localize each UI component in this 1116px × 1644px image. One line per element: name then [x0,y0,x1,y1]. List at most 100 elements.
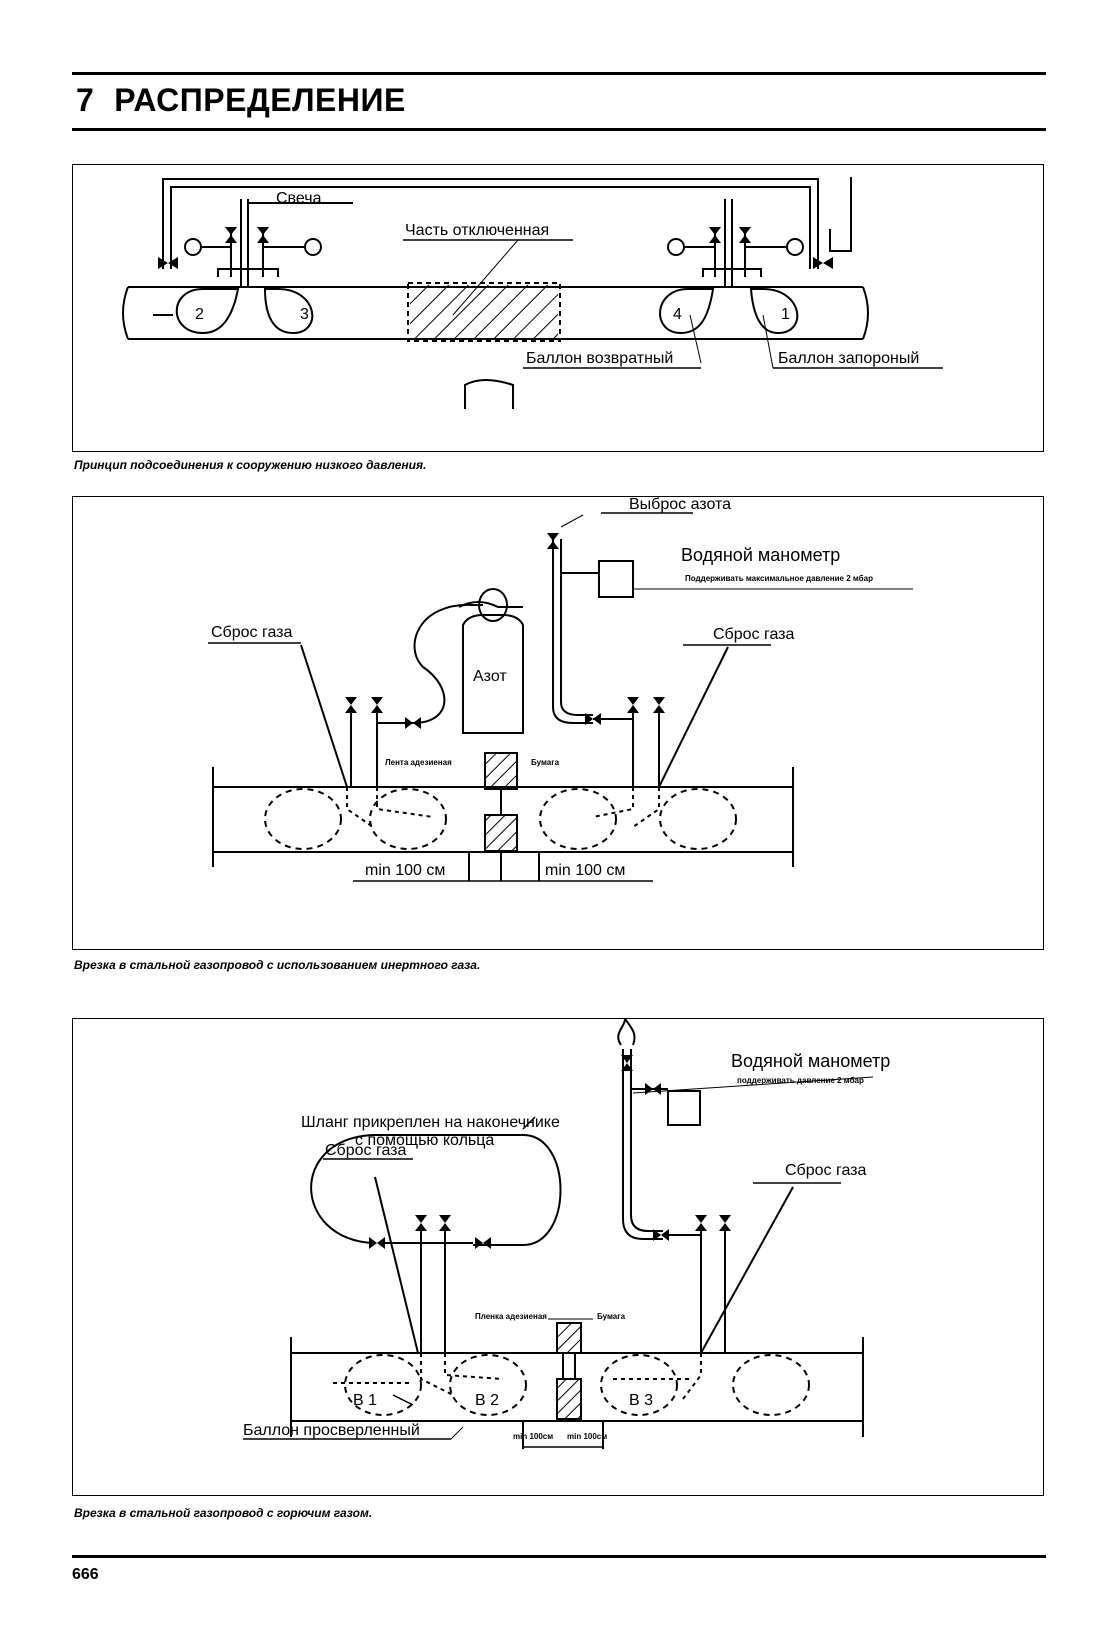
gas-release-pipe-left [300,644,348,788]
valve-icon [719,1215,731,1231]
stub-pipe [464,379,514,409]
label-disconnected-part: Часть отключенная [405,222,549,239]
label-b3: B 3 [629,1392,653,1409]
valve-icon [695,1215,707,1231]
valve-icon [415,1215,427,1231]
chapter-title: РАСПРЕДЕЛЕНИЕ [114,82,406,118]
hatching [486,754,516,788]
caption-figure-3: Врезка в стальной газопровод с горючим г… [74,1506,373,1520]
label-balloon-1: 1 [781,306,790,323]
valve-icon [345,697,357,713]
gauge-icon [786,238,804,256]
valve-icon [653,1229,669,1241]
label-hose-line1: Шланг прикреплен на наконечнике [301,1114,560,1131]
valve-icon [709,227,721,243]
valve-icon [439,1215,451,1231]
pipe-left-end [122,286,129,340]
label-b2: B 2 [475,1392,499,1409]
valve-icon [547,533,559,549]
label-water-gauge: Водяной манометр [681,545,840,565]
valve-icon [158,257,178,269]
gas-release-pipe-right [658,646,729,788]
label-water-gauge: Водяной манометр [731,1051,890,1071]
label-min-left: min 100 см [365,862,445,879]
label-adhesive-tape: Лента адезиеная [385,758,452,767]
page-title: 7 РАСПРЕДЕЛЕНИЕ [76,82,406,119]
balloon-4 [659,288,715,335]
figure-low-pressure-connection: Свеча Часть отключенная Баллон возвратны… [72,164,1044,452]
valve-icon [475,1237,491,1249]
label-paper: Бумага [531,758,560,767]
right-riser [829,177,852,252]
balloon-3 [263,288,314,335]
figure-inert-gas-tapping: Выброс азота Водяной манометр Поддержива… [72,496,1044,950]
label-candle: Свеча [276,190,322,207]
valve-icon [257,227,269,243]
label-balloon-4: 4 [673,306,682,323]
label-drilled-balloon: Баллон просверленный [243,1422,420,1439]
diagram-combustible-gas: Шланг прикреплен на наконечнике с помощь… [243,1019,890,1449]
valve-icon [369,1237,385,1249]
caption-figure-2: Врезка в стальной газопровод с использов… [74,958,481,972]
valve-icon [653,697,665,713]
label-min-right: min 100 см [545,862,625,879]
flare-pipe [622,1049,663,1240]
balloon-dashed [732,1354,810,1416]
valve-icon [627,697,639,713]
flame-icon [617,1019,636,1046]
balloon-dashed [369,788,447,850]
balloon-1 [749,288,799,335]
hatching [410,285,558,339]
label-return-balloon: Баллон возвратный [526,350,673,367]
diagram-low-pressure: Свеча Часть отключенная Баллон возвратны… [122,177,943,409]
adhesive-film-block [556,1322,582,1354]
valve-icon [585,713,601,725]
label-adhesive-film: Пленка адезиеная [475,1312,547,1321]
balloon-dashed [264,788,342,850]
chapter-number: 7 [76,82,95,118]
valve-icon [405,717,421,729]
label-balloon-2: 2 [195,306,204,323]
disconnected-section [407,282,561,342]
label-gas-release-right: Сброс газа [713,626,795,643]
bypass-pipe-outer [162,178,819,269]
gas-release-pipe-left [374,1176,419,1354]
valve-icon [371,697,383,713]
caption-figure-1: Принцип подсоединения к сооружению низко… [74,458,427,472]
hatching [486,816,516,850]
page-number: 666 [72,1566,99,1583]
header-rule-bottom [72,128,1046,131]
gauge-icon [304,238,322,256]
balloon-dashed [659,788,737,850]
cylinder-cap [478,588,508,622]
gauge-icon [184,238,202,256]
valve-icon [813,257,833,269]
label-gas-release-right: Сброс газа [785,1162,867,1179]
water-gauge-box [667,1090,701,1126]
valve-icon [621,1055,633,1071]
bypass-pipe-inner [170,186,811,269]
label-nitrogen-release: Выброс азота [629,497,731,513]
valve-icon [225,227,237,243]
label-paper: Бумага [597,1312,626,1321]
label-b1: B 1 [353,1392,377,1409]
hatching [558,1380,580,1418]
balloon-2 [175,288,240,335]
hatching [558,1324,580,1352]
balloon-b1 [344,1354,422,1416]
label-gas-release-left: Сброс газа [325,1142,407,1159]
valve-icon [739,227,751,243]
nitrogen-release-pipe [552,539,593,724]
label-water-gauge-note: поддерживать давление 2 мбар [737,1076,864,1085]
footer-rule [72,1555,1046,1558]
gas-release-pipe-right [700,1186,794,1354]
figure-combustible-gas-tapping: Шланг прикреплен на наконечнике с помощь… [72,1018,1044,1496]
label-stop-balloon: Баллон запороный [778,350,919,367]
water-gauge-box [598,560,634,598]
label-min-left: min 100см [513,1432,553,1441]
header-rule-top [72,72,1046,75]
gauge-icon [667,238,685,256]
label-balloon-3: 3 [300,306,309,323]
label-gas-release-left: Сброс газа [211,624,293,641]
hose-loop [310,1134,562,1246]
